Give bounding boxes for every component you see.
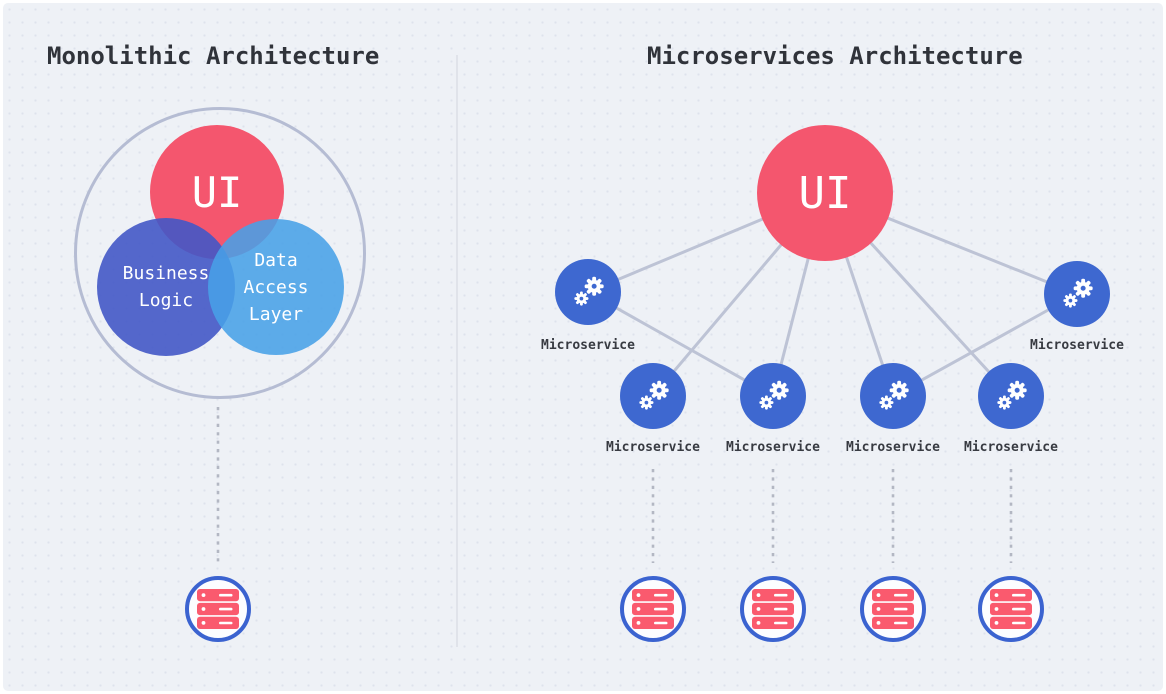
database-node [740,576,806,642]
panel-divider [456,55,458,647]
database-node [978,576,1044,642]
database-dotted-links [216,407,1013,563]
server-stack-icon [752,589,794,629]
microservice-label: Microservice [541,338,635,353]
microservice-label: Microservice [606,440,700,455]
microservice-node [740,363,806,429]
business-logic-line1: Business [122,263,210,284]
microservice-label: Microservice [726,440,820,455]
ui-label: UI [191,167,243,217]
gears-icon [879,380,909,410]
gears-icon [574,276,604,306]
gears-icon [759,380,789,410]
monolith-boundary-circle [74,107,366,399]
database-node [185,576,251,642]
business-logic-label: Business Logic [123,260,210,314]
gears-icon [997,380,1027,410]
microservice-label: Microservice [846,440,940,455]
server-stack-icon [990,589,1032,629]
connector-line [587,290,774,398]
ui-circle: UI [757,125,893,261]
microservice-node [620,363,686,429]
microservice-node [1044,261,1110,327]
data-access-circle: Data Access Layer [208,219,344,355]
data-access-line2: Access [243,276,309,298]
data-access-line1: Data [254,249,298,271]
data-access-label: Data Access Layer [243,247,308,328]
server-stack-icon [632,589,674,629]
gears-icon [639,380,669,410]
microservices-title: Microservices Architecture [647,42,1023,70]
server-stack-icon [872,589,914,629]
microservice-label: Microservice [1030,338,1124,353]
microservice-node [860,363,926,429]
database-node [620,576,686,642]
database-node [860,576,926,642]
microservice-label: Microservice [964,440,1058,455]
monolithic-title: Monolithic Architecture [47,42,380,70]
server-stack-icon [197,589,239,629]
business-logic-line2: Logic [138,290,194,311]
connector-line [892,292,1078,398]
microservice-node [555,259,621,325]
data-access-line3: Layer [248,303,304,325]
ui-label: UI [798,167,852,219]
gears-icon [1063,278,1093,308]
microservice-node [978,363,1044,429]
